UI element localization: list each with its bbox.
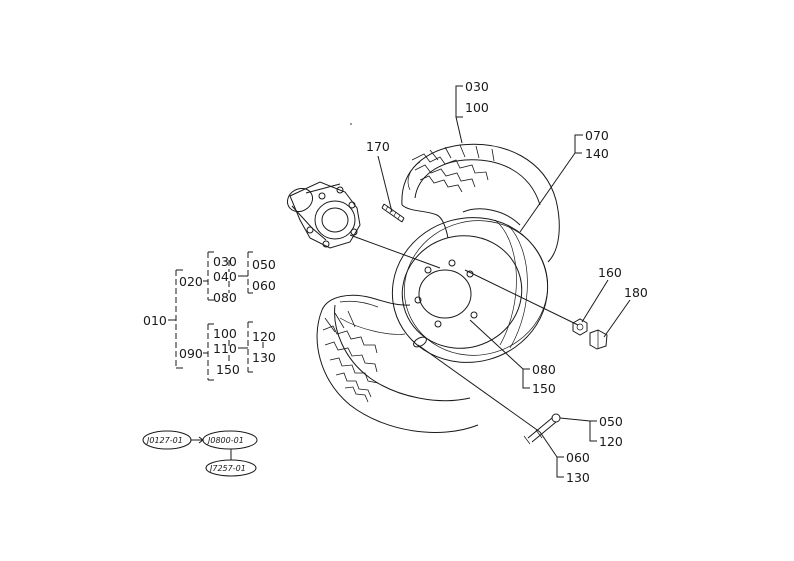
wheel-nut <box>572 318 588 336</box>
callout-180: 180 <box>624 285 648 300</box>
callout-080: 080 <box>532 362 556 377</box>
valve-stem <box>523 413 561 445</box>
tree-node-130: 130 <box>252 350 276 365</box>
callout-050: 050 <box>599 414 623 429</box>
ref-label-1: J0127-01 <box>145 436 183 445</box>
callout-140: 140 <box>585 146 609 161</box>
tree-node-010: 010 <box>143 313 167 328</box>
tree-node-090: 090 <box>179 346 203 361</box>
ref-label-2: J0800-01 <box>206 436 244 445</box>
rim-valve-hole <box>413 336 427 348</box>
tree-node-040: 040 <box>213 269 237 284</box>
tree-node-050: 050 <box>252 257 276 272</box>
callout-150: 150 <box>532 381 556 396</box>
callout-130: 130 <box>566 470 590 485</box>
callout-100: 100 <box>465 100 489 115</box>
callout-060: 060 <box>566 450 590 465</box>
reference-bubbles: J0127-01 J0800-01 J7257-01 <box>142 430 258 477</box>
stud-bolt <box>381 203 405 223</box>
wheel-rim <box>391 217 549 363</box>
tree-node-100: 100 <box>213 326 237 341</box>
assembly-tree: 010 020 030 040 080 050 060 090 100 110 … <box>143 251 276 381</box>
leader-lines <box>349 85 631 478</box>
speck <box>350 123 352 125</box>
tree-node-020: 020 <box>179 274 203 289</box>
ref-label-3: J7257-01 <box>208 464 246 473</box>
callout-160: 160 <box>598 265 622 280</box>
nut-cap <box>589 329 608 350</box>
callout-070: 070 <box>585 128 609 143</box>
callout-170: 170 <box>366 139 390 154</box>
tire-lower-half <box>316 294 479 433</box>
tree-node-080: 080 <box>213 290 237 305</box>
callout-labels: 030 100 070 140 170 160 180 080 150 050 … <box>366 79 648 485</box>
tree-node-120: 120 <box>252 329 276 344</box>
tree-node-060: 060 <box>252 278 276 293</box>
tree-node-030: 030 <box>213 254 237 269</box>
tree-node-110: 110 <box>213 341 237 356</box>
tree-node-150: 150 <box>216 362 240 377</box>
callout-030: 030 <box>465 79 489 94</box>
wheel-hub <box>286 181 361 249</box>
tire-upper-half <box>401 143 560 263</box>
callout-120: 120 <box>599 434 623 449</box>
